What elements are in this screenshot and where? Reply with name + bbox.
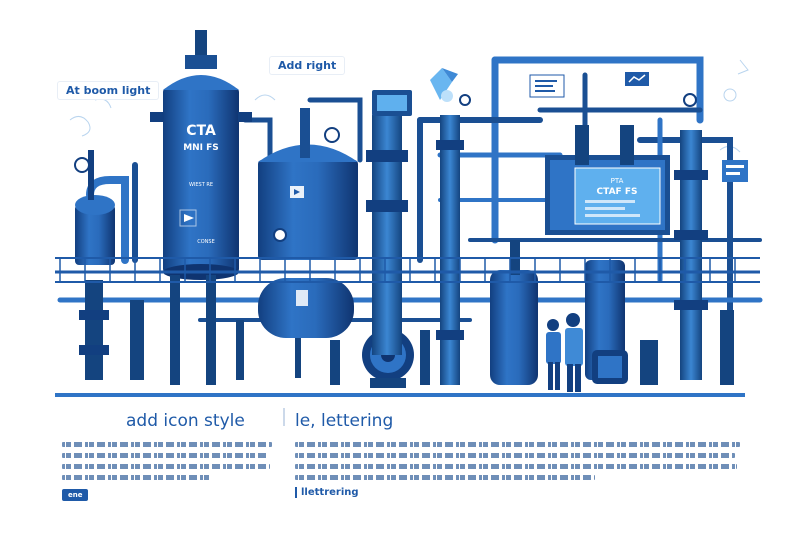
worker-right xyxy=(565,313,583,392)
control-unit xyxy=(545,125,670,380)
right-stack xyxy=(674,130,748,380)
tank-label-line1: CTA xyxy=(186,123,216,139)
pressure-gauges xyxy=(273,93,697,242)
catwalk-railing xyxy=(55,257,760,283)
chart-badge-icon xyxy=(625,72,649,86)
caption-right: le, lettering xyxy=(295,411,394,431)
left-button[interactable]: ene xyxy=(62,489,89,501)
support-legs xyxy=(79,275,734,385)
middle-tank xyxy=(258,108,358,260)
tank-label-line4: CONSE xyxy=(197,239,215,245)
monitor-icon xyxy=(529,74,565,98)
paragraph-left xyxy=(62,442,272,486)
right-link[interactable]: llettrering xyxy=(295,487,359,498)
ground-line xyxy=(55,393,745,397)
background-sketch xyxy=(69,59,749,153)
paragraph-right xyxy=(295,442,740,486)
pump-motor-right xyxy=(592,350,628,384)
tag-top-left: At boom light xyxy=(58,82,159,99)
tank-label-line3: WIEST RE xyxy=(189,182,213,188)
tank-label-line2: MNI FS xyxy=(183,143,219,153)
tag-top-center: Add right xyxy=(270,57,345,74)
worker-left xyxy=(546,319,561,390)
railing-posts xyxy=(59,258,736,282)
lower-tank xyxy=(258,278,354,378)
small-vessel-left xyxy=(74,150,115,265)
crystal-icon xyxy=(430,68,458,102)
caption-divider xyxy=(283,408,285,426)
panel-label-line2: CTAF FS xyxy=(597,187,638,197)
valve-tower xyxy=(366,90,412,355)
panel-label-line1: PTA xyxy=(611,177,624,185)
caption-left: add icon style xyxy=(126,411,245,431)
